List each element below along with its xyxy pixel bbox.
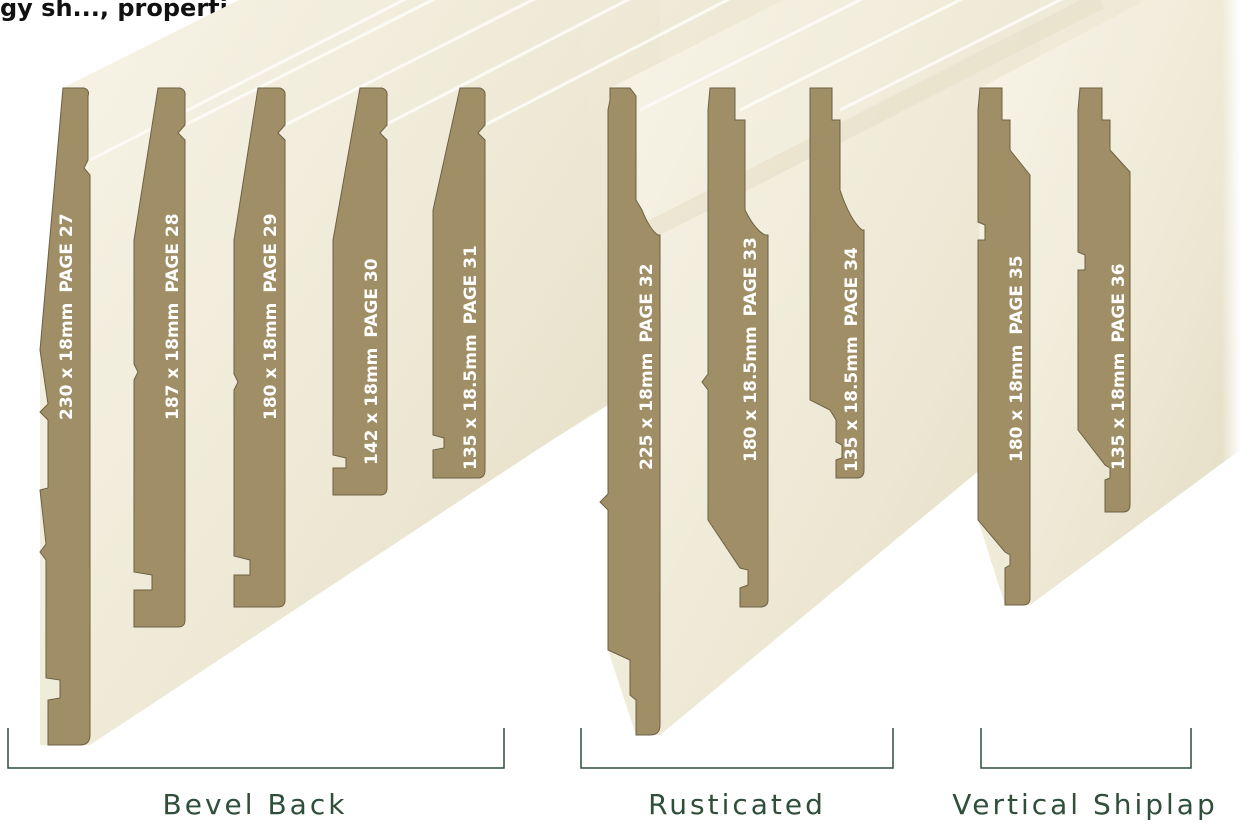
profile-section-35: [977, 87, 1031, 606]
profile-label-34: 135 x 18.5mmPAGE 34: [842, 247, 862, 472]
profile-sections: [39, 87, 1131, 746]
bracket-vertical-shiplap: [980, 728, 1192, 769]
profile-section-30: [332, 87, 388, 496]
profile-label-31: 135 x 18.5mmPAGE 31: [461, 245, 481, 470]
profile-label-36: 135 x 18mmPAGE 36: [1109, 263, 1129, 470]
group-label-rusticated: Rusticated: [648, 788, 826, 821]
profile-section-36: [1077, 87, 1131, 513]
bracket-bevel-back: [7, 728, 505, 769]
profile-label-30: 142 x 18mmPAGE 30: [362, 258, 382, 465]
profile-labels: 230 x 18mmPAGE 27 187 x 18mmPAGE 28 180 …: [57, 213, 1129, 472]
profile-section-27: [39, 87, 91, 746]
profile-section-33: [701, 87, 769, 608]
profile-section-32: [599, 87, 661, 736]
profile-section-29: [233, 87, 286, 608]
group-brackets: [7, 728, 1192, 769]
profile-label-27: 230 x 18mmPAGE 27: [57, 213, 77, 420]
profile-section-31: [432, 87, 486, 479]
group-label-bevel-back: Bevel Back: [162, 788, 348, 821]
profile-label-33: 180 x 18.5mmPAGE 33: [741, 237, 761, 462]
profile-label-28: 187 x 18mmPAGE 28: [163, 213, 183, 420]
bracket-rusticated: [580, 728, 894, 769]
profile-label-29: 180 x 18mmPAGE 29: [261, 213, 281, 420]
profile-label-35: 180 x 18mmPAGE 35: [1007, 255, 1027, 462]
group-label-vertical-shiplap: Vertical Shiplap: [952, 788, 1218, 821]
board-face-27: [40, 0, 620, 745]
profile-section-34: [809, 87, 865, 479]
profile-label-32: 225 x 18mmPAGE 32: [637, 263, 657, 470]
profile-section-28: [133, 87, 186, 628]
